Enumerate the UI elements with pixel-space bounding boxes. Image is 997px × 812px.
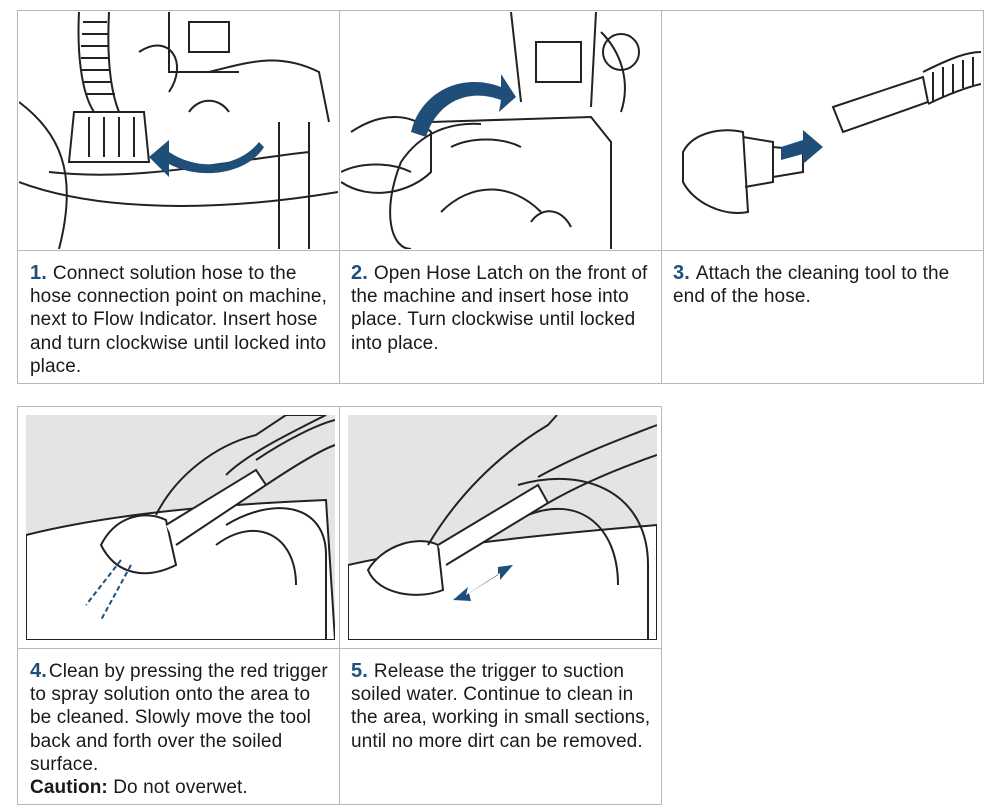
divider	[17, 250, 983, 251]
step-number: 5.	[351, 660, 368, 682]
caution-text: Do not overwet.	[107, 777, 248, 799]
step-number: 3.	[673, 262, 690, 284]
step-5-instructions: 5.Release the trigger to suction soiled …	[351, 660, 653, 753]
attach-tool-illustration	[663, 12, 981, 249]
divider	[17, 648, 661, 649]
divider	[339, 406, 340, 804]
caution-label: Caution:	[30, 777, 108, 799]
divider	[339, 10, 340, 383]
suction-illustration	[348, 415, 657, 640]
step-1-instructions: 1.Connect solution hose to the hose conn…	[30, 262, 335, 378]
step-text: Clean by pressing the red trigger to spr…	[30, 661, 328, 775]
step-number: 4.	[30, 660, 47, 682]
divider	[661, 10, 662, 383]
hose-connection-illustration	[19, 12, 338, 249]
hose-latch-illustration	[341, 12, 660, 249]
step-3-instructions: 3.Attach the cleaning tool to the end of…	[673, 262, 973, 308]
step-text: Open Hose Latch on the front of the mach…	[351, 263, 648, 354]
spray-cleaning-illustration	[26, 415, 335, 640]
step-text: Release the trigger to suction soiled wa…	[351, 661, 651, 752]
step-number: 2.	[351, 262, 368, 284]
step-4-instructions: 4.Clean by pressing the red trigger to s…	[30, 660, 335, 799]
step-number: 1.	[30, 262, 47, 284]
step-2-instructions: 2.Open Hose Latch on the front of the ma…	[351, 262, 653, 355]
step-text: Attach the cleaning tool to the end of t…	[673, 263, 950, 308]
step-text: Connect solution hose to the hose connec…	[30, 263, 327, 377]
